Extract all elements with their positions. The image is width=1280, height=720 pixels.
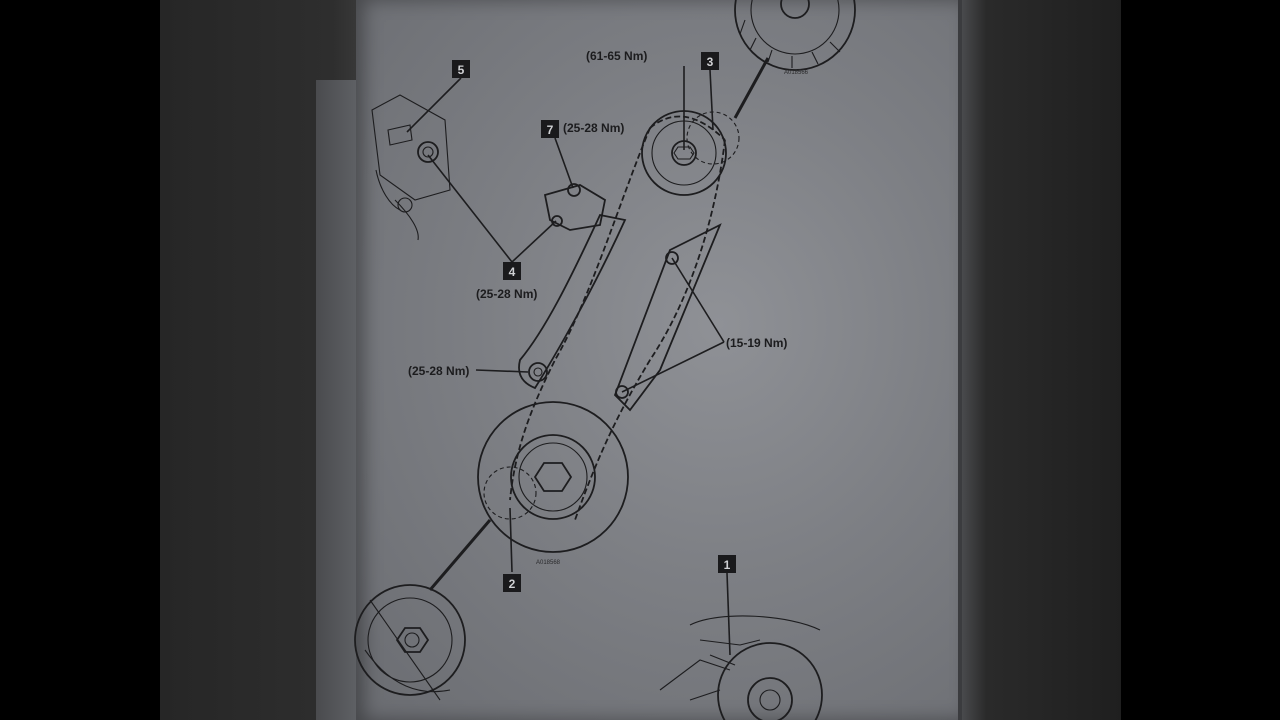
torque-pivot: (25-28 Nm) [408, 364, 469, 378]
previous-page-edge [316, 80, 356, 720]
page-spine-edge [958, 0, 962, 720]
torque-callout-4: (25-28 Nm) [476, 287, 537, 301]
figure-code-top: A018566 [784, 70, 809, 76]
crankshaft-sprocket: A018568 [428, 401, 629, 591]
letterbox-left [0, 0, 160, 720]
callout-3: 3 [701, 52, 719, 70]
callout-2: 2 [503, 574, 521, 592]
engine-front-detail [659, 615, 823, 720]
letterbox-right [1121, 0, 1280, 720]
callout-5: 5 [452, 60, 470, 78]
torque-guide: (15-19 Nm) [726, 336, 787, 350]
svg-text:7: 7 [547, 123, 554, 137]
crankshaft-detail-view [354, 584, 466, 701]
svg-text:3: 3 [707, 55, 714, 69]
svg-text:5: 5 [458, 63, 465, 77]
engine-block-detail [371, 94, 451, 241]
chain-guide [613, 223, 722, 412]
timing-chain [509, 115, 726, 521]
timing-chain-diagram: A018566 [354, 0, 856, 720]
callout-1: 1 [718, 555, 736, 573]
camshaft-sprocket [641, 110, 740, 196]
svg-text:1: 1 [724, 558, 731, 572]
torque-camshaft-sprocket: (61-65 Nm) [586, 49, 647, 63]
camshaft-detail-view: A018566 [733, 0, 856, 119]
tensioner-arm [518, 213, 627, 390]
svg-text:4: 4 [509, 265, 516, 279]
manual-photo: A018566 [160, 0, 1121, 720]
callout-4: 4 [503, 262, 521, 280]
svg-text:2: 2 [509, 577, 516, 591]
figure-code-bottom: A018568 [536, 560, 561, 566]
chain-tensioner [543, 183, 607, 231]
leader-lines [406, 66, 731, 656]
torque-tensioner: (25-28 Nm) [563, 121, 624, 135]
callout-7: 7 [541, 120, 559, 138]
